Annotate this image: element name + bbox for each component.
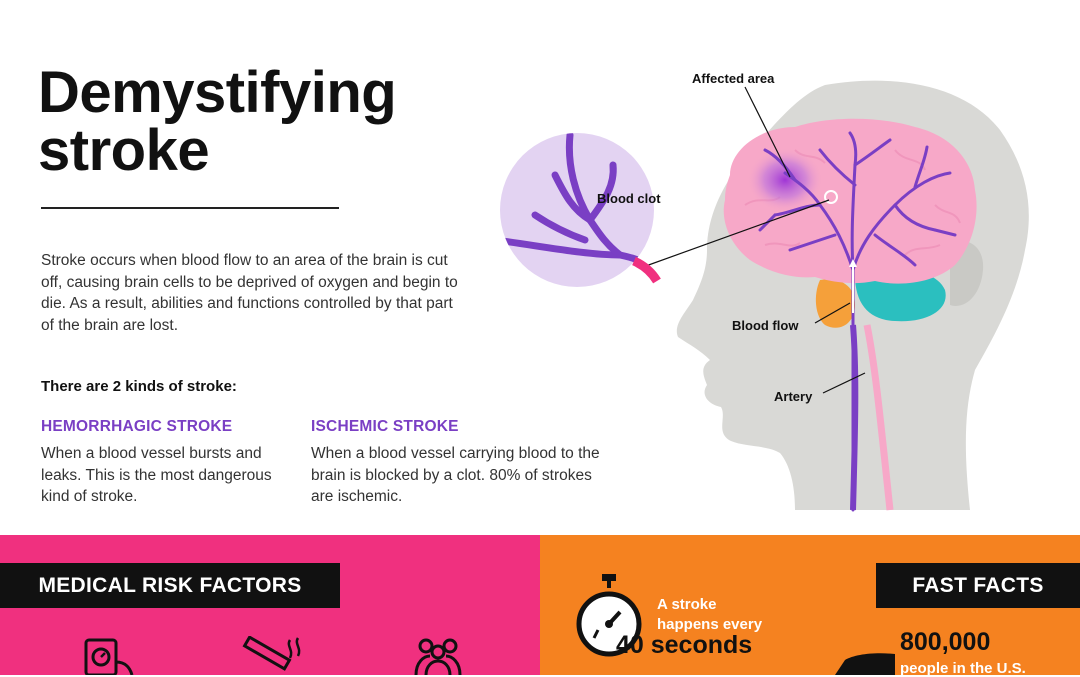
map-silhouette-icon [835, 653, 895, 675]
title-line-2: stroke [38, 118, 210, 183]
title-line-1: Demystifying [38, 60, 397, 125]
clot-in-vessel [632, 256, 661, 284]
artery-neck [863, 324, 894, 511]
cigarette-icon [242, 636, 301, 671]
fact-text: people in the U.S. [900, 660, 1026, 677]
intro-paragraph: Stroke occurs when blood flow to an area… [41, 252, 458, 334]
kinds-heading: There are 2 kinds of stroke: [41, 378, 237, 395]
affected-area-glow [747, 148, 823, 212]
label-blood-flow: Blood flow [732, 318, 799, 333]
label-blood-clot: Blood clot [597, 191, 661, 206]
ischemic-title: ISCHEMIC STROKE [311, 418, 459, 435]
cerebellum [855, 269, 946, 322]
page-title: Demystifying stroke [38, 60, 397, 183]
hemorrhagic-title: HEMORRHAGIC STROKE [41, 418, 233, 435]
hemorrhagic-stroke-block: HEMORRHAGIC STROKE When a blood vessel b… [41, 418, 291, 508]
stroke-illustration: Affected area Blood clot Blood flow Arte… [500, 71, 1029, 512]
brainstem [815, 279, 855, 328]
label-affected-area: Affected area [692, 71, 775, 86]
hemorrhagic-desc: When a blood vessel bursts and leaks. Th… [41, 445, 272, 505]
clot-marker [824, 190, 838, 204]
artery-main [850, 324, 859, 511]
label-artery: Artery [774, 389, 813, 404]
people-group-icon [414, 638, 462, 675]
fact-number: 800,000 [900, 628, 991, 656]
ischemic-stroke-block: ISCHEMIC STROKE When a blood vessel carr… [311, 418, 611, 508]
ischemic-desc: When a blood vessel carrying blood to th… [311, 445, 600, 505]
stat-stroke-frequency-label: A stroke happens every [657, 596, 763, 633]
stopwatch-icon [576, 574, 642, 657]
risk-factors-heading: MEDICAL RISK FACTORS [0, 563, 340, 608]
blood-pressure-monitor-icon [84, 638, 134, 675]
fast-facts-heading: FAST FACTS [876, 563, 1080, 608]
title-divider [41, 207, 339, 209]
clot-pointer-line [642, 199, 830, 268]
stat-stroke-frequency-value: 40 seconds [616, 631, 753, 659]
